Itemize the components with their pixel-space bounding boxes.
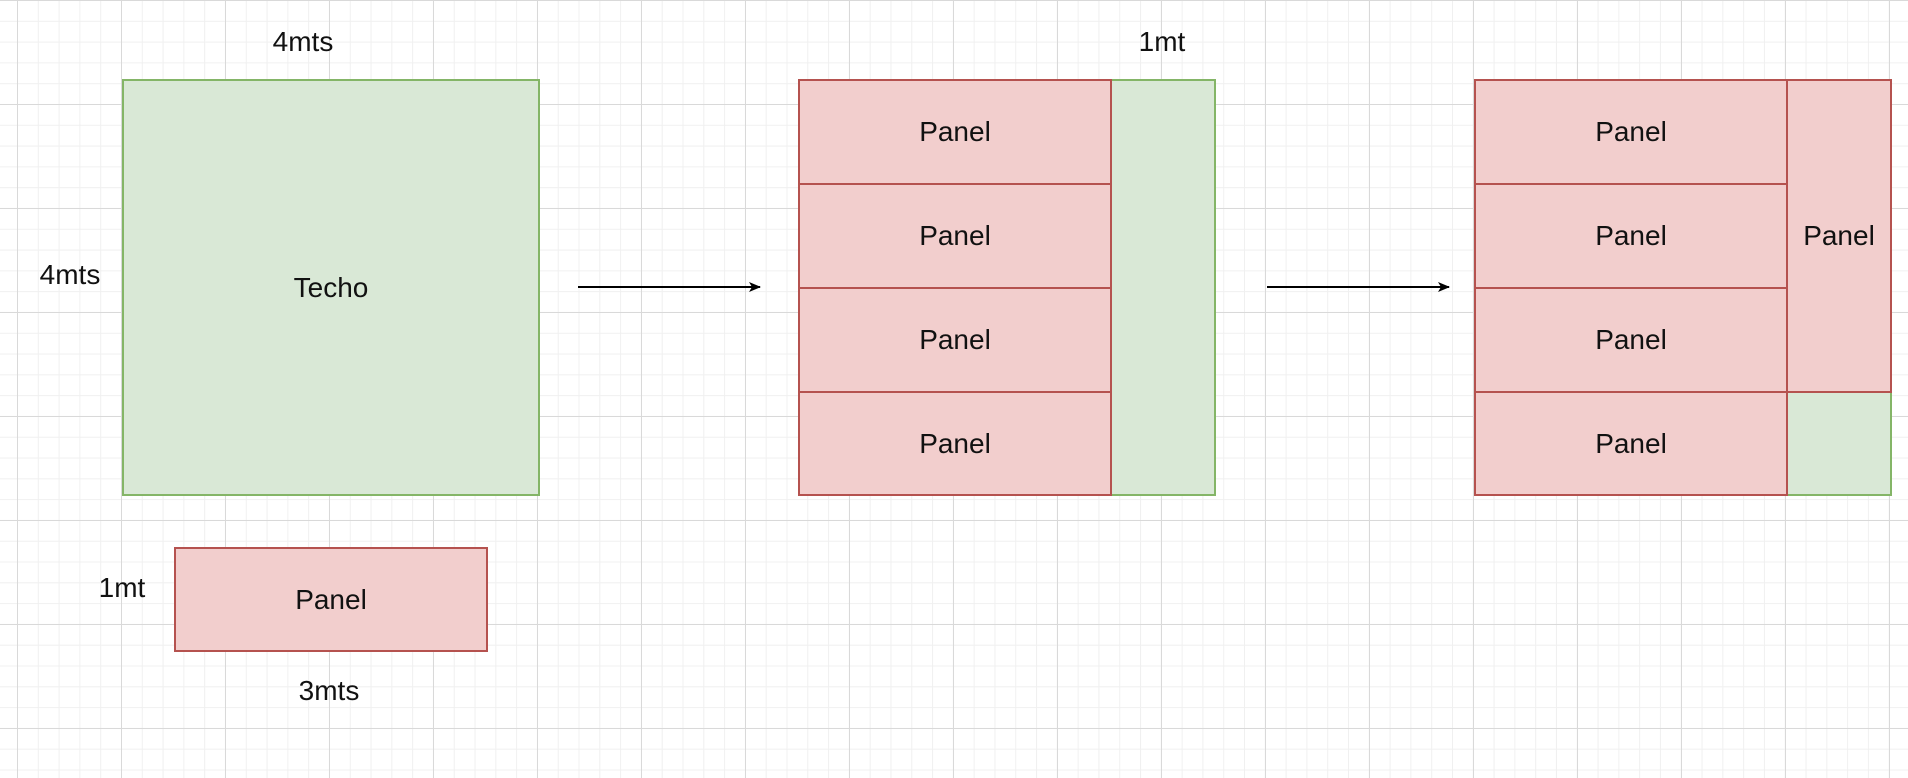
step2-panel: Panel	[798, 79, 1112, 185]
roof-label: Techo	[293, 271, 369, 303]
step3-vertical-panel: Panel	[1786, 79, 1892, 393]
roof-height-label: 4mts	[39, 259, 101, 290]
step2-panel-label: Panel	[919, 220, 991, 251]
step2-panel: Panel	[798, 287, 1112, 393]
panel-height-label: 1mt	[98, 572, 146, 603]
step3-panel: Panel	[1474, 287, 1788, 393]
gap-width-label: 1mt	[1138, 26, 1186, 57]
step2-panel: Panel	[798, 391, 1112, 496]
step2-panel: Panel	[798, 183, 1112, 289]
step3-panel: Panel	[1474, 183, 1788, 289]
step3-panel-label: Panel	[1595, 116, 1667, 147]
single-panel: Panel	[174, 547, 488, 652]
step3-panel: Panel	[1474, 79, 1788, 185]
step3-panel: Panel	[1474, 391, 1788, 496]
step2-panel-label: Panel	[919, 116, 991, 147]
panel-width-label: 3mts	[298, 675, 360, 706]
step3-panel-label: Panel	[1595, 220, 1667, 251]
step3-panel-label: Panel	[1595, 324, 1667, 355]
roof-width-label: 4mts	[272, 26, 334, 57]
step3-vertical-panel-label: Panel	[1803, 220, 1875, 251]
step2-panel-label: Panel	[919, 427, 991, 459]
step3-panel-label: Panel	[1595, 427, 1667, 459]
roof-box: Techo	[122, 79, 540, 496]
step2-panel-label: Panel	[919, 324, 991, 355]
single-panel-label: Panel	[295, 583, 367, 615]
